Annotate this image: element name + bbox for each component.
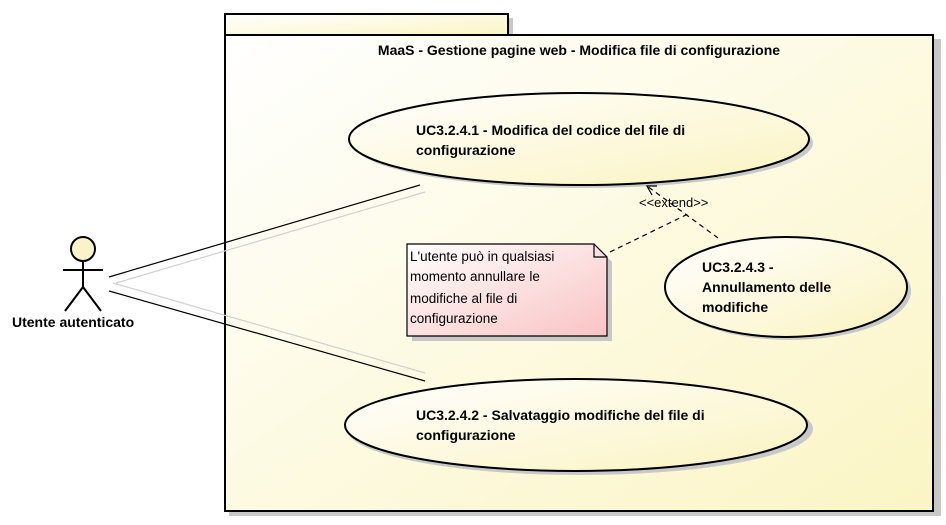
uc3-label-line2: Annullamento delle xyxy=(702,279,832,295)
note-line4: configurazione xyxy=(410,311,498,326)
extend-label: <<extend>> xyxy=(639,195,709,210)
extend-arrowhead xyxy=(645,185,657,196)
note-fold xyxy=(593,244,607,258)
use-case-uc2[interactable] xyxy=(344,378,808,472)
actor-left-leg xyxy=(64,286,84,312)
package-title: MaaS - Gestione pagine web - Modifica fi… xyxy=(377,42,781,58)
uc3-label-line3: modifiche xyxy=(702,299,769,315)
note-line2: momento annullare le xyxy=(410,269,540,284)
uc3-label-line1: UC3.2.4.3 - xyxy=(702,259,774,275)
note-connector xyxy=(609,212,691,253)
use-case-uc1[interactable] xyxy=(348,92,810,186)
package-tab xyxy=(224,13,509,36)
uc1-label-line1: UC3.2.4.1 - Modifica del codice del file… xyxy=(416,122,686,138)
uc2-label-line1: UC3.2.4.2 - Salvataggio modifiche del fi… xyxy=(416,407,705,423)
extend-relationship[interactable] xyxy=(645,185,719,239)
actor-head xyxy=(70,236,96,262)
uc2-label-line2: configurazione xyxy=(416,427,516,443)
note-line1: L'utente può in qualsiasi xyxy=(410,249,555,264)
actor-right-leg xyxy=(82,286,102,312)
actor-name: Utente autenticato xyxy=(12,314,135,330)
note-box[interactable] xyxy=(406,243,608,337)
uc1-label-line2: configurazione xyxy=(416,142,516,158)
use-case-uc3[interactable] xyxy=(664,236,908,338)
actor-figure[interactable] xyxy=(63,236,103,312)
association-uc1[interactable] xyxy=(108,184,426,284)
note-line3: modifiche al file di xyxy=(410,291,518,306)
association-uc2[interactable] xyxy=(108,282,426,382)
